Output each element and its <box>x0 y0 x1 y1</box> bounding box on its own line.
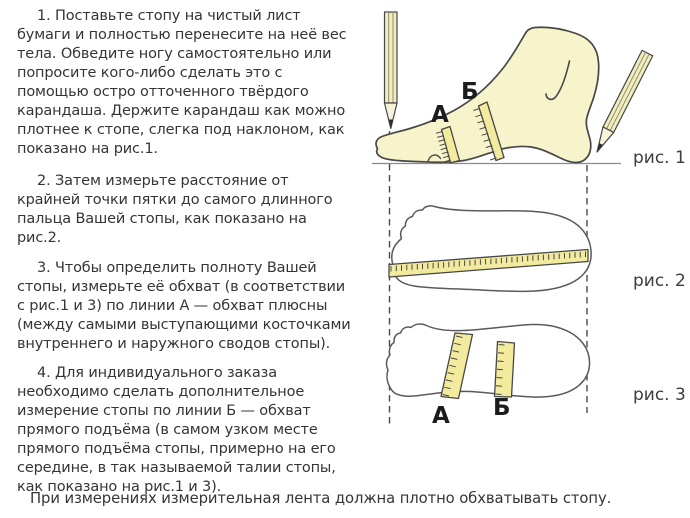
tape-band-a-ticks <box>435 131 451 163</box>
foot-side-view <box>375 26 600 164</box>
tape-band-b-ticks <box>495 344 505 395</box>
figure-2-caption: рис. 2 <box>633 271 686 291</box>
figure-3-label-b: Б <box>493 395 511 421</box>
figure-1: А Б рис. 1 <box>372 11 686 168</box>
figure-3-label-a: А <box>432 403 450 429</box>
foot-outline-top-view <box>391 205 592 293</box>
footprint-top-view <box>385 323 591 398</box>
tape-band-b <box>493 340 516 398</box>
figure-2: рис. 2 <box>388 205 686 293</box>
tape-band-b <box>477 101 505 162</box>
toe-joint-line <box>427 154 442 163</box>
instruction-step-3: 3. Чтобы определить полноту Вашей стопы,… <box>17 260 351 352</box>
measurement-note: При измерениях измерительная лента должн… <box>30 490 612 507</box>
pencil-left-icon <box>383 11 398 130</box>
tape-band-a <box>440 332 474 400</box>
instruction-step-4: 4. Для индивидуального заказа необходимо… <box>17 365 336 495</box>
figure-1-caption: рис. 1 <box>633 148 686 168</box>
instruction-step-1: 1. Поставьте стопу на чистый лист бумаги… <box>17 8 347 157</box>
ruler-ticks <box>390 251 586 272</box>
tape-band-a-ticks <box>442 335 463 397</box>
tape-band-b-ticks <box>473 108 497 161</box>
figure-1-label-a: А <box>431 102 449 128</box>
figure-1-label-b: Б <box>461 79 479 105</box>
figure-3-caption: рис. 3 <box>633 385 686 405</box>
pencil-right-icon <box>596 49 654 153</box>
instruction-step-2: 2. Затем измерьте расстояние от крайней … <box>17 173 333 246</box>
ankle-line <box>545 60 571 101</box>
figure-3: А Б рис. 3 <box>385 323 686 429</box>
